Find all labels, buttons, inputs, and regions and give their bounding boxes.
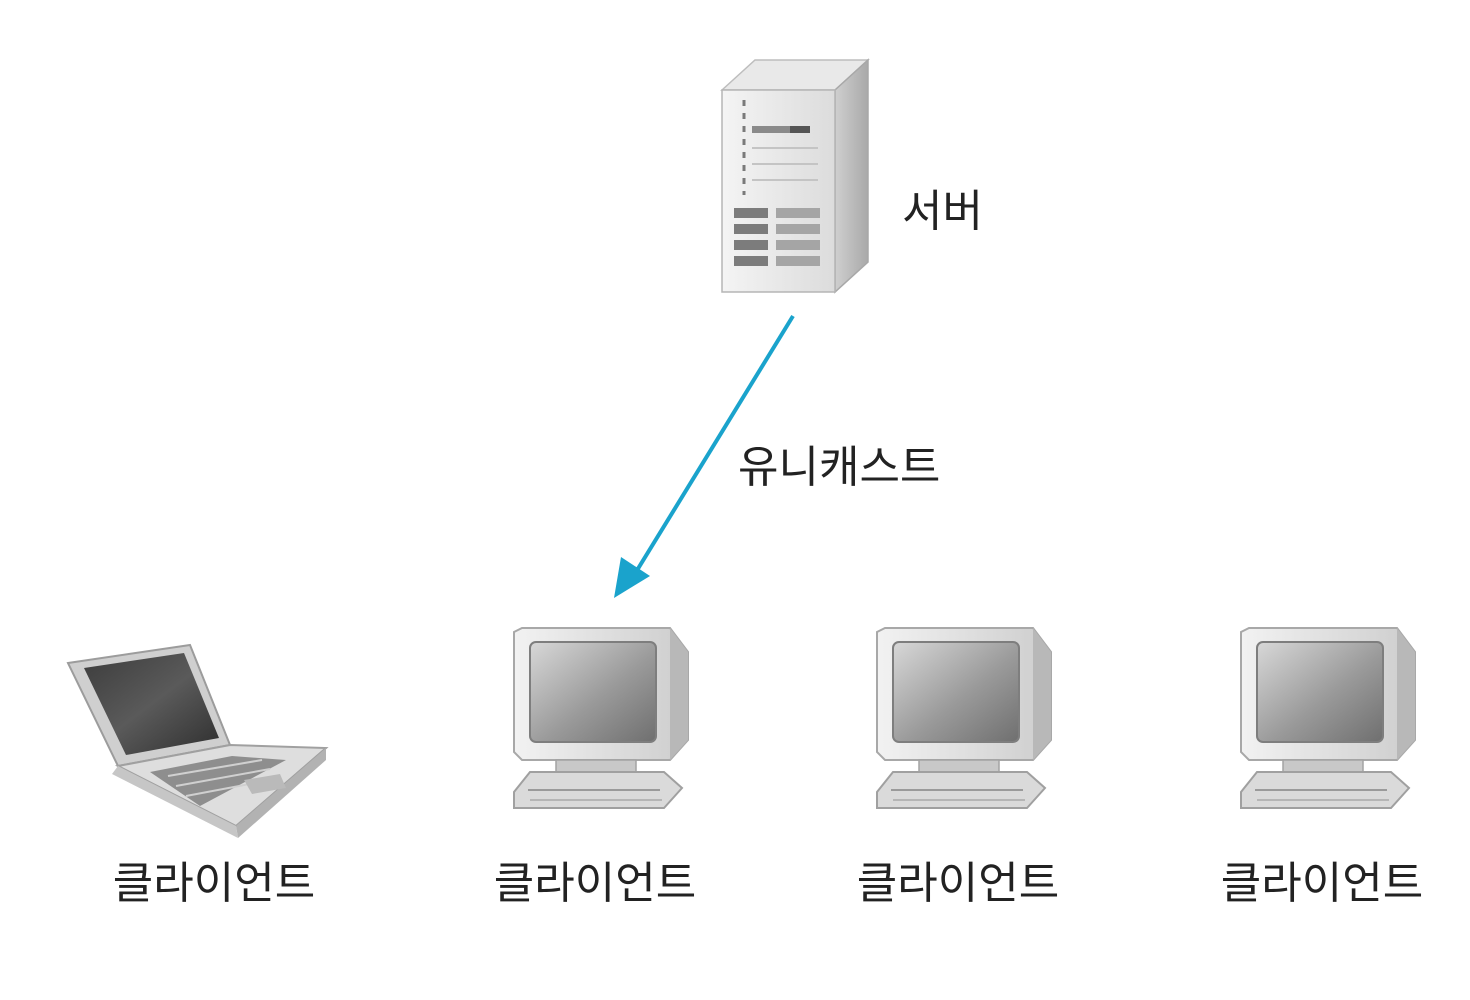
desktop-computer-icon: [1240, 627, 1416, 809]
desktop-computer-icon: [876, 627, 1052, 809]
client-label: 클라이언트: [856, 858, 1060, 909]
client-label: 클라이언트: [112, 858, 316, 909]
client-label: 클라이언트: [1220, 858, 1424, 909]
unicast-label: 유니캐스트: [738, 442, 941, 493]
client-label: 클라이언트: [493, 858, 697, 909]
unicast-arrow: [614, 314, 795, 598]
laptop-icon: [66, 643, 329, 838]
server-tower-icon: [720, 58, 870, 294]
desktop-computer-icon: [513, 627, 689, 809]
server-label: 서버: [902, 186, 983, 237]
